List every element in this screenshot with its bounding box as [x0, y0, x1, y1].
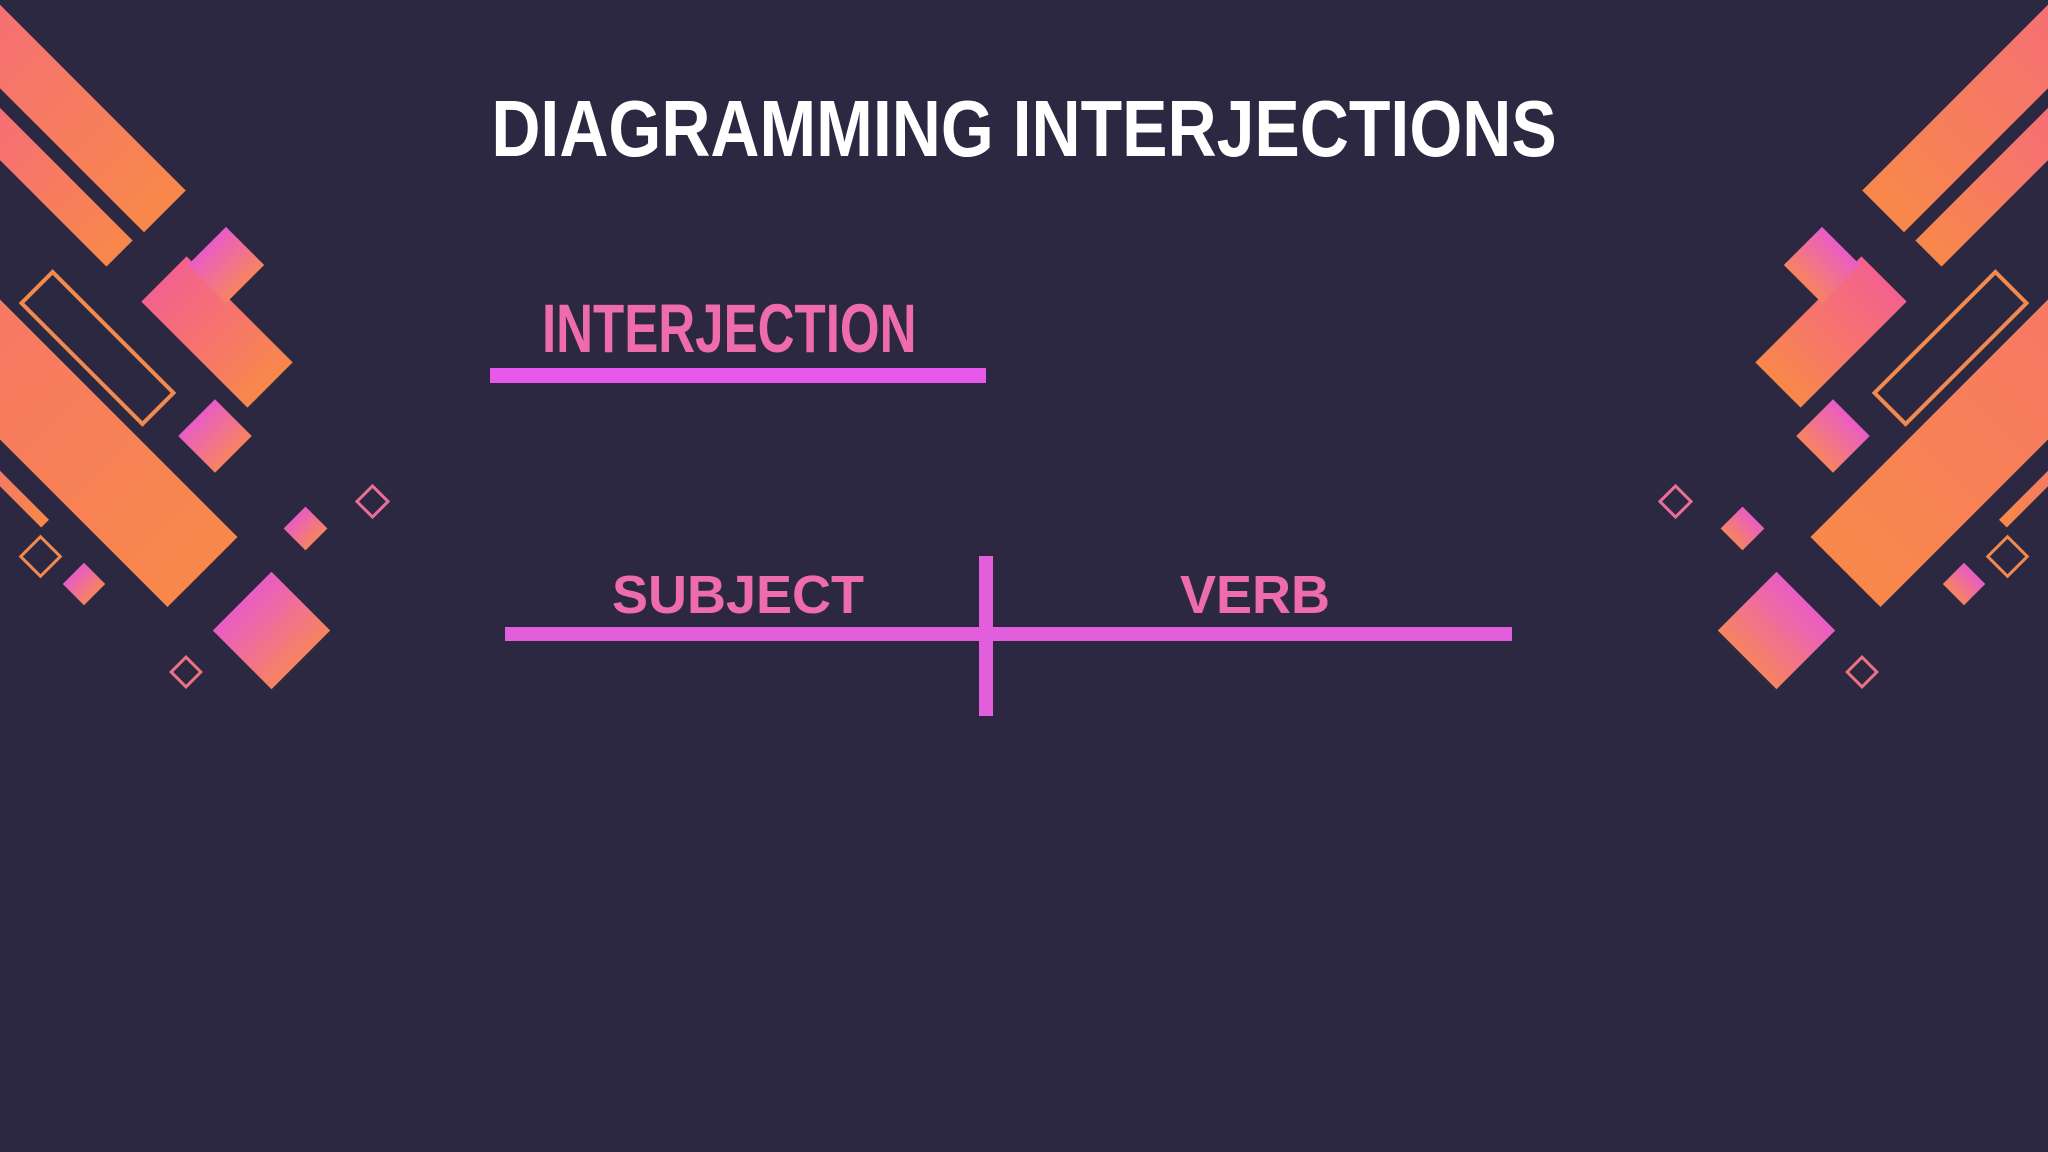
decor-diamond [178, 399, 252, 473]
decor-outlined-diamond [1985, 534, 2030, 579]
decor-diamond [1720, 506, 1765, 551]
decor-diamond [1783, 226, 1861, 304]
decor-diamond [1796, 399, 1870, 473]
interjection-label: INTERJECTION [542, 290, 917, 367]
verb-label: VERB [1180, 565, 1331, 625]
decor-outlined-diamond [1845, 655, 1879, 689]
subject-verb-divider-line [979, 556, 993, 716]
decor-thin-stripe [1915, 40, 2048, 267]
decor-mid-stripe [1755, 256, 1907, 408]
decor-outlined-rectangle [1871, 269, 2030, 427]
decor-hairline-stripe [1999, 399, 2048, 528]
decor-diamond-large [1717, 571, 1836, 690]
decor-diamond [1942, 562, 1986, 606]
decor-outlined-diamond [18, 534, 63, 579]
decor-diamond [283, 506, 328, 551]
decor-diamond [187, 226, 265, 304]
decor-diamond [62, 562, 106, 606]
decor-outlined-diamond [169, 655, 203, 689]
subject-label: SUBJECT [612, 565, 865, 625]
decor-outlined-diamond [354, 483, 391, 520]
decor-mid-stripe [141, 256, 293, 408]
decor-diamond-large [212, 571, 331, 690]
decor-thin-stripe [0, 40, 133, 267]
decor-outlined-rectangle [18, 269, 177, 427]
decor-hairline-stripe [0, 399, 49, 528]
decor-outlined-diamond [1657, 483, 1694, 520]
interjection-base-line [490, 368, 986, 383]
diagram-base-line [505, 627, 1512, 641]
slide-title: DIAGRAMMING INTERJECTIONS [491, 84, 1557, 173]
